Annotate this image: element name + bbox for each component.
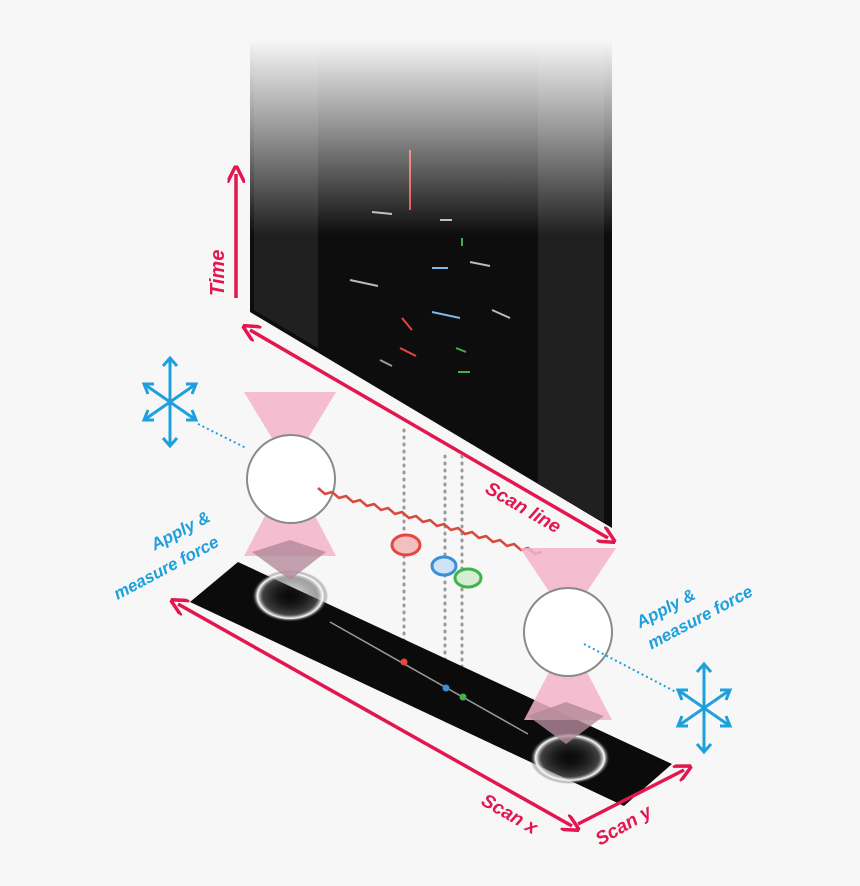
scan-y-label: Scan y [592,801,657,851]
left-optical-trap [244,392,336,580]
time-axis: Time [207,174,236,298]
left-control-link [197,423,247,449]
four-way-arrows-icon [675,661,733,755]
scan-x-label: Scan x [478,790,543,840]
time-label: Time [207,250,229,296]
force-label-right: Apply & measure force [632,582,756,653]
imaging-plane [190,562,672,806]
protein-blue [430,555,458,577]
left-bead [246,434,336,524]
right-bead [523,587,613,677]
green-spot [459,693,467,701]
right-control-link [583,643,677,693]
red-spot [400,658,408,666]
dna-tether [317,487,543,589]
protein-red [390,533,422,557]
blue-spot [442,684,450,692]
right-optical-trap [520,548,616,744]
four-way-arrows-icon [141,355,199,449]
protein-green [453,567,483,589]
dna-strand [317,487,543,556]
